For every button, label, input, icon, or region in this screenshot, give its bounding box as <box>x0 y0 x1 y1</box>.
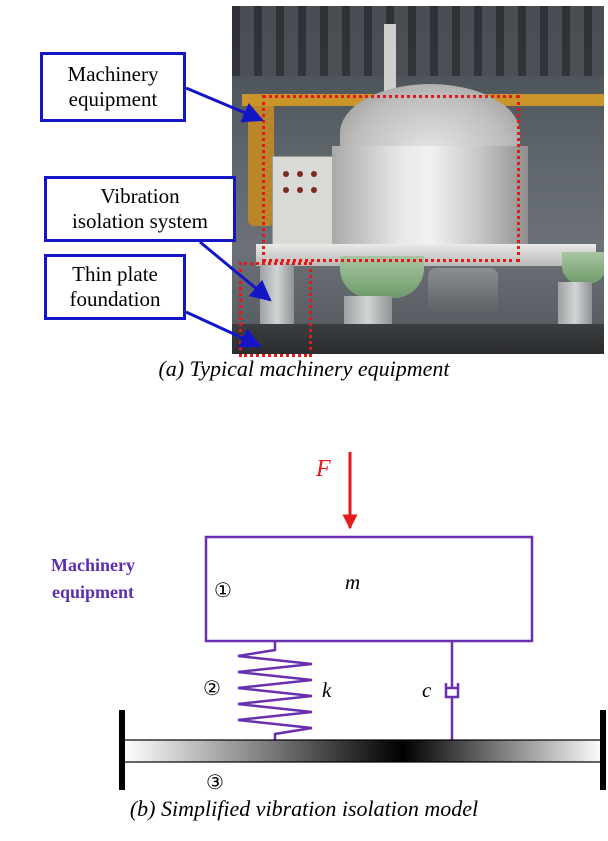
isolation-label-line2: isolation system <box>72 209 208 233</box>
vessel-body <box>332 146 528 246</box>
machinery-equipment-label: Machinery equipment <box>40 52 186 122</box>
marker-3: ③ <box>206 770 224 794</box>
machinery-arrow <box>185 86 264 123</box>
force-symbol: F <box>316 456 331 482</box>
caption-a: (a) Typical machinery equipment <box>158 356 450 381</box>
marker-2: ② <box>203 676 221 700</box>
vibration-isolation-label: Vibration isolation system <box>44 176 236 242</box>
caption-b: (b) Simplified vibration isolation model <box>129 796 479 821</box>
factory-floor <box>232 324 604 354</box>
isolation-label-line1: Vibration <box>100 184 180 208</box>
green-mount <box>340 256 424 298</box>
machinery-label-line1: Machinery <box>67 62 159 86</box>
foundation-label-line2: foundation <box>69 287 161 311</box>
mass-block <box>204 535 534 643</box>
isolation-highlight <box>239 262 312 357</box>
machinery-equipment-model-label: Machinery equipment <box>24 552 162 606</box>
factory-roof <box>232 6 604 76</box>
vertical-pipe <box>384 24 396 94</box>
foundation-arrow <box>185 310 262 348</box>
mass-symbol: m <box>345 570 361 594</box>
model-label-line2: equipment <box>51 582 134 602</box>
model-label-line1: Machinery <box>51 555 135 575</box>
green-mount-right <box>562 252 604 284</box>
motor <box>428 268 498 314</box>
machinery-photo <box>232 6 604 354</box>
crane-hook <box>248 106 274 226</box>
thin-plate <box>123 739 605 763</box>
isolation-arrow <box>199 240 272 302</box>
machinery-label-line2: equipment <box>68 87 158 111</box>
spring <box>237 641 313 740</box>
damper <box>444 641 460 740</box>
machinery-highlight <box>262 95 520 262</box>
foundation-label-line1: Thin plate <box>72 262 158 286</box>
marker-1: ① <box>214 578 232 602</box>
stiffness-symbol: k <box>322 678 332 702</box>
thin-plate-foundation-label: Thin plate foundation <box>44 254 186 320</box>
damping-symbol: c <box>422 678 432 702</box>
